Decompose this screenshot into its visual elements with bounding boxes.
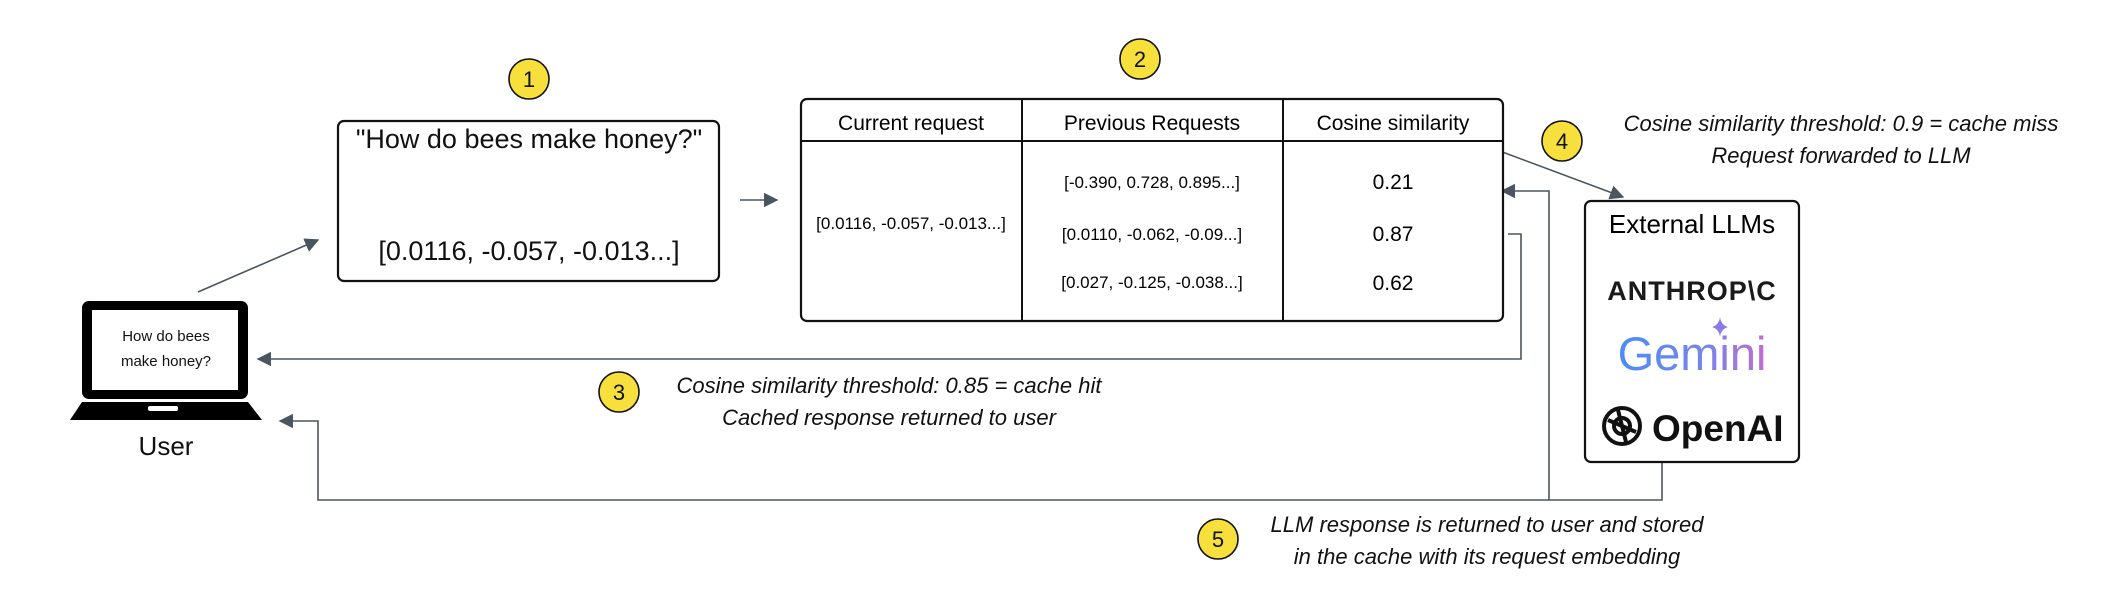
user-label: User	[139, 431, 194, 461]
question-embedding-vector: [0.0116, -0.057, -0.013...]	[378, 236, 679, 266]
cache-hit-return-line	[256, 233, 1522, 367]
gemini-logo: Gemini	[1618, 327, 1767, 380]
step-number-3: 3	[613, 380, 625, 405]
table-header-similarity: Cosine similarity	[1317, 112, 1470, 135]
cache-hit-annotation-line1: Cosine similarity threshold: 0.85 = cach…	[677, 373, 1103, 398]
table-similarity-row-2: 0.87	[1373, 223, 1414, 246]
table-current-embedding: [0.0116, -0.057, -0.013...]	[816, 214, 1006, 233]
external-llms-box: External LLMs ANTHROP\C Gemini OpenAI	[1583, 199, 1801, 464]
step-badge-4: 4	[1541, 120, 1583, 162]
llm-box-title: External LLMs	[1609, 209, 1775, 239]
step-number-4: 4	[1556, 129, 1568, 154]
sparkle-icon	[1712, 317, 1728, 337]
cache-hit-annotation-line2: Cached response returned to user	[722, 405, 1058, 430]
cache-table: Current request Previous Requests Cosine…	[799, 97, 1505, 323]
openai-logo-icon	[1602, 406, 1642, 446]
laptop-icon	[70, 301, 262, 420]
connectors	[197, 149, 1663, 501]
store-in-cache-line	[1500, 183, 1550, 500]
openai-logo: OpenAI	[1652, 408, 1784, 449]
step-badge-3: 3	[598, 371, 640, 413]
step-number-1: 1	[523, 67, 535, 92]
step-badge-1: 1	[508, 58, 550, 100]
table-previous-row-3: [0.027, -0.125, -0.038...]	[1061, 273, 1242, 292]
arrow-user-to-embedding	[197, 238, 320, 293]
step-badge-5: 5	[1197, 518, 1239, 560]
embedding-box: "How do bees make honey?" [0.0116, -0.05…	[336, 119, 721, 283]
question-text: "How do bees make honey?"	[356, 124, 702, 154]
step-badge-2: 2	[1119, 38, 1161, 80]
user-laptop: How do bees make honey? User	[70, 301, 262, 461]
table-similarity-row-3: 0.62	[1373, 272, 1414, 295]
table-similarity-row-1: 0.21	[1373, 171, 1414, 194]
arrow-table-to-llm	[1496, 149, 1625, 200]
store-annotation-line1: LLM response is returned to user and sto…	[1271, 512, 1705, 537]
step-number-5: 5	[1212, 527, 1224, 552]
llm-response-return-line	[278, 413, 1663, 501]
table-header-current: Current request	[838, 112, 984, 135]
laptop-screen-text-line1: How do bees	[122, 328, 210, 345]
laptop-screen-text-line2: make honey?	[121, 353, 211, 370]
store-annotation-line2: in the cache with its request embedding	[1294, 544, 1681, 569]
table-header-previous: Previous Requests	[1064, 112, 1240, 135]
cache-miss-annotation-line2: Request forwarded to LLM	[1711, 143, 1971, 168]
cache-miss-annotation-line1: Cosine similarity threshold: 0.9 = cache…	[1624, 111, 2059, 136]
anthropic-logo: ANTHROP\C	[1607, 276, 1777, 306]
table-previous-row-2: [0.0110, -0.062, -0.09...]	[1062, 225, 1242, 244]
step-number-2: 2	[1134, 47, 1146, 72]
table-previous-row-1: [-0.390, 0.728, 0.895...]	[1064, 173, 1240, 192]
